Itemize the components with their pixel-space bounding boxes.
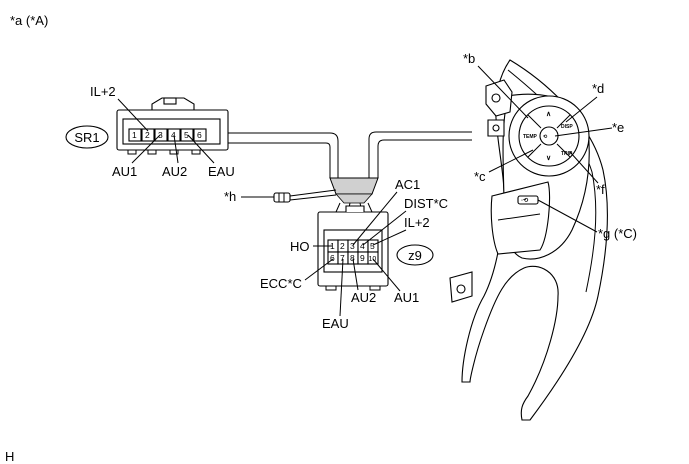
z9-pin-7: 7: [340, 253, 345, 263]
callouts: *b *c *d *e *f *g (*C): [463, 51, 637, 241]
z9-signal-dist: DIST*C: [404, 196, 448, 211]
z9-pin-5: 5: [370, 241, 375, 251]
z9-signal-ac1: AC1: [395, 177, 420, 192]
callout-c: *c: [474, 169, 486, 184]
callout-d: *d: [592, 81, 604, 96]
z9-pin-6: 6: [330, 253, 335, 263]
z9-pin-9: 9: [360, 253, 365, 263]
callout-b: *b: [463, 51, 475, 66]
disp-button-label: DISP: [561, 124, 573, 130]
wire-harness: *h: [224, 131, 472, 213]
sr1-signal-eau: EAU: [208, 164, 235, 179]
callout-e: *e: [612, 120, 624, 135]
sr1-signal-au2: AU2: [162, 164, 187, 179]
z9-pin-8: 8: [350, 253, 355, 263]
z9-signal-au2: AU2: [351, 290, 376, 305]
cruise-button-symbol: ◦⟲: [521, 197, 529, 204]
temp-button-label: TEMP: [523, 134, 538, 140]
z9-pin-3: 3: [350, 241, 355, 251]
connector-sr1: 1 2 3 4 5 6 SR1 IL+2 AU1 AU2 EAU: [65, 84, 235, 179]
sr1-signal-il2: IL+2: [90, 84, 116, 99]
down-arrow-icon: ∨: [546, 155, 551, 162]
footer-code: H: [5, 449, 14, 464]
sr1-signal-au1: AU1: [112, 164, 137, 179]
connector-z9: 1 2 3 4 5 6 7 8 9 10 z9 AC1 DIST*C IL+2 …: [260, 177, 448, 331]
z9-signal-eau: EAU: [322, 316, 349, 331]
z9-pin-2: 2: [340, 241, 345, 251]
sr1-pin-3: 3: [158, 130, 163, 140]
sr1-pin-6: 6: [197, 130, 202, 140]
z9-pin-10: 10: [369, 256, 377, 263]
steering-pad-switch: ◦⟲ ⟲ TEMP DISP TRIP ∧ ∨: [449, 59, 609, 421]
sr1-pin-5: 5: [184, 130, 189, 140]
callout-h: *h: [224, 189, 236, 204]
z9-signal-il2: IL+2: [404, 215, 430, 230]
z9-signal-au1: AU1: [394, 290, 419, 305]
sr1-id: SR1: [74, 130, 99, 145]
sr1-pin-1: 1: [132, 130, 137, 140]
sr1-pin-2: 2: [145, 130, 150, 140]
z9-pin-4: 4: [360, 241, 365, 251]
z9-signal-ecc: ECC*C: [260, 276, 302, 291]
callout-f: *f: [596, 182, 605, 197]
steering-center-symbol: ⟲: [543, 134, 548, 140]
up-arrow-icon: ∧: [546, 111, 551, 118]
sr1-pin-4: 4: [171, 130, 176, 140]
trip-button-label: TRIP: [561, 151, 573, 157]
z9-pin-1: 1: [330, 241, 335, 251]
figure-reference-label: *a (*A): [10, 13, 48, 28]
z9-signal-ho: HO: [290, 239, 310, 254]
callout-g: *g (*C): [598, 226, 637, 241]
z9-id: z9: [408, 248, 422, 263]
